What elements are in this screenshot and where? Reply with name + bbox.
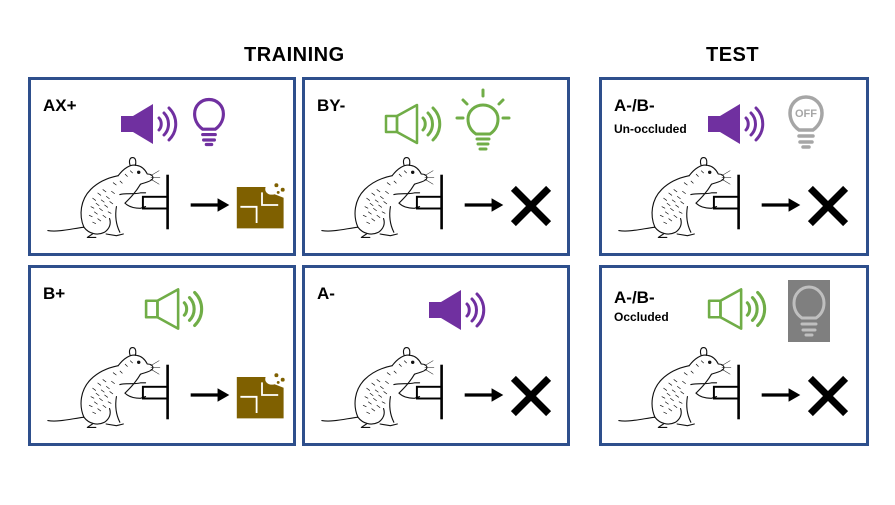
light-bulb-icon: [191, 96, 227, 148]
speaker-icon: [119, 102, 179, 146]
lever-icon: [139, 164, 191, 240]
panel-sublabel: Occluded: [614, 310, 669, 324]
panel-b-plus: B+: [28, 265, 296, 446]
lever-icon: [710, 164, 762, 240]
panel-label: A-: [317, 284, 335, 303]
panel-label: AX+: [43, 96, 77, 115]
speaker-icon: [427, 288, 487, 332]
arrow-icon: [760, 386, 802, 404]
no-reward-x-icon: [509, 184, 553, 228]
arrow-icon: [189, 386, 231, 404]
arrow-icon: [463, 196, 505, 214]
panel-label: B+: [43, 284, 66, 303]
panel-test-unoccluded: A-/B- Un-occluded OFF: [599, 77, 869, 256]
lever-icon: [710, 354, 762, 430]
arrow-icon: [463, 386, 505, 404]
lit-bulb-icon: [455, 88, 511, 152]
panel-a-minus: A-: [302, 265, 570, 446]
arrow-icon: [189, 196, 231, 214]
panel-sublabel: Un-occluded: [614, 122, 687, 136]
lever-icon: [413, 354, 465, 430]
panel-test-occluded: A-/B- Occluded: [599, 265, 869, 446]
occluded-bulb-icon: [788, 280, 830, 342]
speaker-outline-icon: [143, 286, 205, 332]
off-bulb-icon: OFF: [786, 94, 826, 150]
speaker-icon: [706, 102, 766, 146]
speaker-outline-icon: [706, 286, 768, 332]
panel-by-minus: BY-: [302, 77, 570, 256]
lever-icon: [413, 164, 465, 240]
panel-label: A-/B-: [614, 288, 655, 307]
panel-label: A-/B-: [614, 96, 655, 115]
section-title-training: TRAINING: [244, 44, 345, 66]
no-reward-x-icon: [806, 374, 850, 418]
arrow-icon: [760, 196, 802, 214]
no-reward-x-icon: [509, 374, 553, 418]
no-reward-x-icon: [806, 184, 850, 228]
food-reward-icon: [235, 368, 289, 422]
food-reward-icon: [235, 178, 289, 232]
panel-label: BY-: [317, 96, 346, 115]
section-title-test: TEST: [706, 44, 760, 66]
off-text: OFF: [795, 108, 817, 120]
panel-ax-plus: AX+: [28, 77, 296, 256]
speaker-outline-icon: [383, 102, 443, 146]
lever-icon: [139, 354, 191, 430]
